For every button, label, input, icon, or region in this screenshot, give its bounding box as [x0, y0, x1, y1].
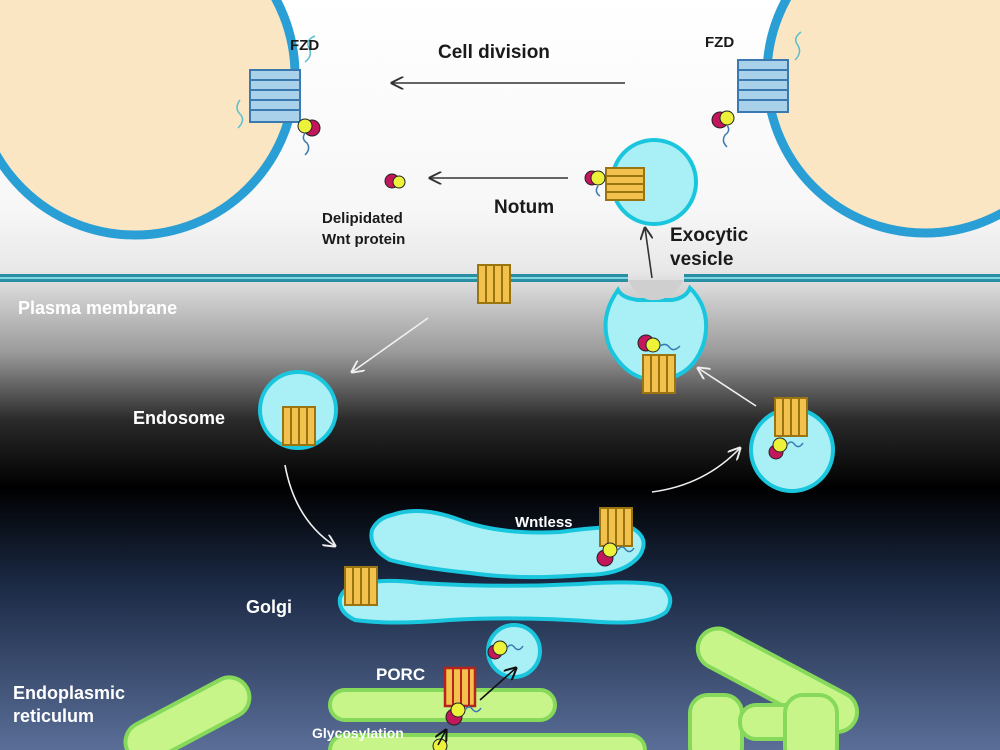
- porc-enzyme: [443, 666, 477, 708]
- delipidated-label-line2: Wnt protein: [322, 231, 406, 248]
- fzd-right-label: FZD: [705, 34, 735, 51]
- wntless-membrane: [477, 264, 511, 304]
- endoplasmic-reticulum: [123, 626, 860, 750]
- exocytic-label-line2: vesicle: [670, 249, 734, 270]
- wntless-receptors: [282, 167, 808, 606]
- fzd-receptor-right: [737, 31, 802, 113]
- wntless-released-vesicle: [605, 167, 645, 201]
- wntless-golgi-left: [344, 566, 378, 606]
- arrow-endocytosis: [352, 317, 429, 372]
- delipidated-label-line1: Delipidated: [322, 210, 403, 227]
- golgi-label: Golgi: [246, 597, 292, 617]
- er-label-line2: reticulum: [13, 706, 95, 726]
- arrow-endosome-to-golgi: [284, 464, 335, 546]
- arrow-vesicle-to-membrane: [698, 368, 757, 407]
- plasma-membrane-label: Plasma membrane: [18, 298, 178, 318]
- fzd-receptor-left: [236, 35, 316, 129]
- arrow-er-to-vesicle: [479, 668, 516, 701]
- arrow-golgi-to-vesicle: [651, 448, 740, 493]
- fzd-left-label: FZD: [290, 37, 320, 54]
- arrow-exocytosis: [645, 228, 652, 279]
- wntless-transport-vesicle: [774, 397, 808, 437]
- wnt-fusing-vesicle: [637, 334, 681, 353]
- porc-label: PORC: [376, 665, 426, 684]
- wntless-golgi-right: [599, 507, 633, 547]
- golgi-apparatus: [337, 509, 673, 625]
- exocytic-label-line1: Exocytic: [670, 225, 749, 246]
- cell-division-label: Cell division: [438, 42, 550, 63]
- wnt-proteins: [297, 110, 804, 750]
- wnt-bound-fzd-right: [711, 110, 735, 148]
- vesicles: [258, 138, 835, 679]
- endosome-label: Endosome: [133, 408, 226, 428]
- fusion-pore: [628, 280, 684, 301]
- wnt-porc: [445, 702, 482, 726]
- wntless-label: Wntless: [515, 514, 573, 531]
- wnt-released-vesicle: [584, 170, 606, 197]
- notum-label: Notum: [494, 197, 555, 218]
- pathway-arrows: [284, 83, 757, 746]
- glycosylation-label: Glycosylation: [312, 725, 404, 741]
- wntless-endosome: [282, 406, 316, 446]
- wntless-fusing-vesicle: [642, 354, 676, 394]
- er-label-line1: Endoplasmic: [13, 683, 126, 703]
- wnt-er-vesicle: [487, 640, 524, 660]
- wnt-bound-fzd-left: [297, 118, 321, 156]
- wnt-golgi: [596, 542, 635, 567]
- wnt-transport-vesicle: [768, 437, 804, 460]
- arrow-glycosylation: [438, 730, 446, 746]
- wnt-delipidated: [384, 173, 406, 189]
